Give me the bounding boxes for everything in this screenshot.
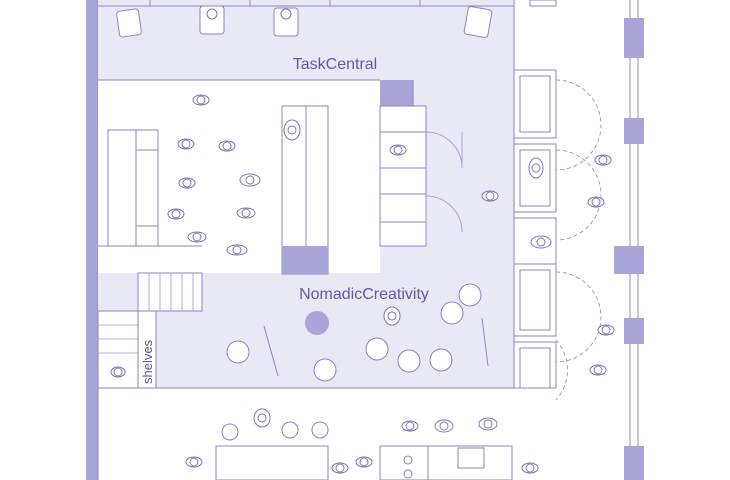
label-shelves: shelves [140,339,155,384]
stick-2 [481,317,489,367]
east-column-1 [624,18,644,58]
shelves-unit [137,310,157,389]
column-top [380,80,413,106]
lower-stool-1 [221,423,239,441]
kitchen-sink [457,447,485,469]
long-table-column [282,246,328,274]
west-wall [86,0,98,480]
stool-pattern-2 [397,349,421,373]
east-column-3 [614,246,644,274]
door-swing-2 [425,195,463,233]
stool-3 [365,337,389,361]
stool-4 [313,358,337,382]
stool-2 [226,340,250,364]
people [110,94,615,474]
chair-top-2 [199,5,225,35]
cabins [513,69,557,389]
kitchen-counter [379,445,513,480]
chair-top-1 [116,8,142,38]
cabin-arc-1 [555,79,602,171]
bench-left [107,129,159,247]
stool-pattern-1 [458,283,482,307]
burner-2 [403,469,413,479]
label-nomadic-creativity: NomadicCreativity [299,286,429,303]
stool-5 [429,348,453,372]
booth-block [379,105,427,247]
burner-1 [403,455,413,465]
cabin-arc-2 [555,149,602,241]
cabin-arc-3 [555,271,602,363]
lower-stool-3 [311,421,329,439]
top-right-desk [529,0,557,7]
stick-1 [263,325,279,377]
label-task-central: TaskCentral [293,56,377,73]
chair-top-4 [463,6,493,38]
chair-top-3 [273,7,299,37]
east-column-4 [624,318,644,344]
lower-stool-2 [281,421,299,439]
stool-1 [440,301,464,325]
east-column-2 [624,118,644,144]
east-column-5 [624,446,644,480]
stool-filled [305,311,329,335]
cabin-arc-4 [555,339,568,401]
door-swing-1 [425,131,463,169]
lower-table-left [215,445,329,480]
